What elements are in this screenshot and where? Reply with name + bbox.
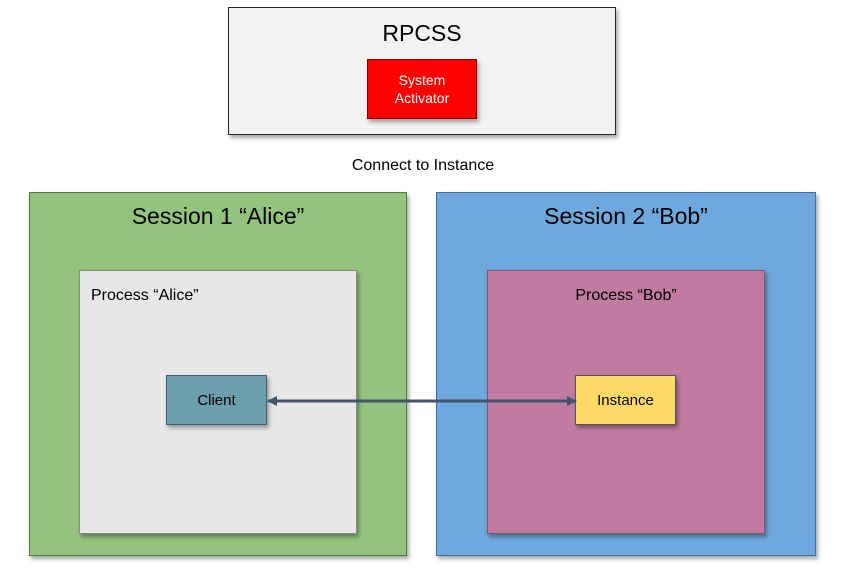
connect-to-instance-label: Connect to Instance [351, 157, 495, 174]
instance-box: Instance [575, 375, 676, 425]
process-alice-box: Process “Alice” Client [79, 270, 357, 534]
system-activator-box: System Activator [367, 59, 477, 119]
session-alice-box: Session 1 “Alice” Process “Alice” Client [29, 192, 407, 556]
session-bob-title: Session 2 “Bob” [544, 203, 708, 229]
instance-label: Instance [597, 391, 654, 409]
session-bob-box: Session 2 “Bob” Process “Bob” Instance [436, 192, 816, 556]
client-box: Client [166, 375, 267, 425]
process-alice-label: Process “Alice” [91, 287, 199, 304]
process-bob-label: Process “Bob” [575, 287, 677, 304]
process-bob-box: Process “Bob” Instance [487, 270, 765, 534]
rpcss-title: RPCSS [382, 20, 462, 46]
rpcss-box: RPCSS System Activator [228, 7, 616, 135]
system-activator-label: System Activator [394, 72, 450, 106]
session-alice-title: Session 1 “Alice” [131, 203, 305, 229]
client-label: Client [197, 391, 236, 409]
